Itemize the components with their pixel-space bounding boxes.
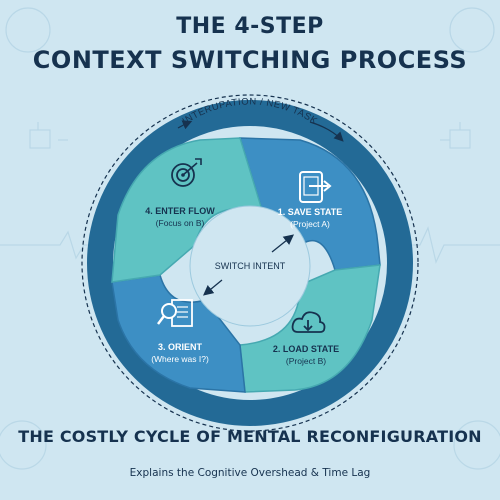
segment-enter-flow — [111, 137, 264, 283]
step-4-label: 4. ENTER FLOW — [145, 206, 215, 216]
step-2-sub: (Project B) — [286, 356, 326, 366]
center-hub — [190, 206, 310, 326]
title-line-2: CONTEXT SWITCHING PROCESS — [32, 46, 468, 74]
document-magnifier-icon — [157, 299, 193, 327]
tablet-export-icon — [299, 171, 332, 203]
center-arrow-down — [202, 279, 223, 296]
step-3-label: 3. ORIENT — [158, 342, 203, 352]
center-arrow-up — [271, 234, 295, 253]
step-4-sub: (Focus on B) — [156, 218, 205, 228]
footer-headline: THE COSTLY CYCLE OF MENTAL RECONFIGURATI… — [18, 427, 482, 446]
outer-dashed-ring — [81, 94, 419, 432]
arc-arrow-right — [309, 121, 344, 142]
circuit-doodle-right — [440, 122, 471, 149]
step-3-sub: (Where was I?) — [151, 354, 209, 364]
brain-doodle-bottomright — [453, 420, 500, 470]
arc-arrow-left — [177, 120, 193, 130]
brain-doodle-bottomleft — [0, 420, 47, 470]
ring-band — [87, 100, 413, 426]
brain-doodle-topleft — [5, 7, 51, 53]
footer-caption: Explains the Cognitive Overshead & Time … — [129, 467, 371, 479]
center-label: SWITCH INTENT — [215, 261, 286, 271]
brain-doodle-topright — [449, 7, 495, 53]
target-arrow-icon — [171, 158, 202, 187]
circuit-doodle-left — [29, 122, 68, 149]
heartbeat-line-right — [390, 226, 500, 264]
step-1-label: 1. SAVE STATE — [278, 207, 343, 217]
title-line-1: THE 4-STEP — [176, 14, 324, 39]
step-1-sub: (Project A) — [290, 219, 330, 229]
step-2-label: 2. LOAD STATE — [273, 344, 339, 354]
cloud-download-icon — [291, 311, 326, 333]
